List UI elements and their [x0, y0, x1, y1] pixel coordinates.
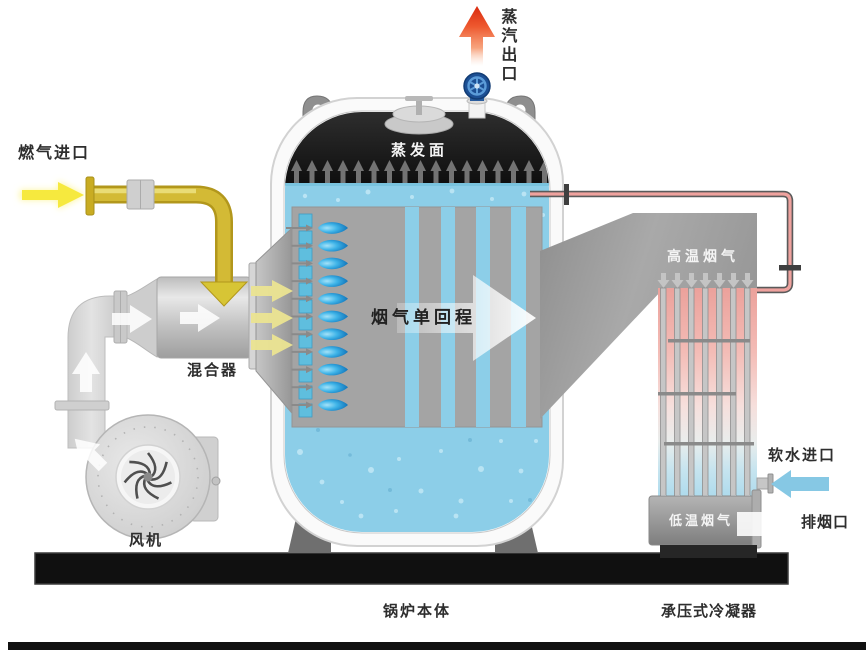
centrifugal-fan: [54, 295, 221, 540]
pressure-condenser-label: 承压式冷凝器: [661, 603, 758, 620]
evaporation-surface-label: 蒸发面: [391, 142, 449, 159]
mixer-unit: [112, 262, 259, 370]
fan-label: 风机: [129, 532, 164, 549]
ground-platform: [34, 552, 789, 585]
condensate-return-pipe: [530, 184, 801, 294]
fan-impeller: [115, 444, 181, 510]
gas-inlet-label: 燃气进口: [18, 145, 91, 162]
gas-inlet-arrow-icon: [20, 181, 85, 209]
boiler-body-label: 锅炉本体: [383, 603, 452, 620]
water-bubbles: [297, 188, 545, 519]
mixed-gas-arrows-icon: [251, 280, 293, 356]
pipe-end-flange: [85, 176, 95, 216]
low-temp-flue-gas-label: 低温烟气: [669, 513, 734, 528]
tube-tie-bars: [658, 339, 754, 446]
baseline-bar: [8, 642, 866, 650]
exhaust-arrow-icon: [737, 502, 801, 546]
smoke-outlet-label: 排烟口: [801, 514, 850, 531]
flue-gas-arrow-icon: [397, 275, 536, 361]
steam-outlet-label: 蒸汽出口: [498, 8, 516, 84]
gas-down-arrow-icon: [199, 281, 249, 307]
high-temp-flue-gas-label: 高温烟气: [667, 248, 739, 264]
soft-water-inlet-label: 软水进口: [768, 447, 837, 464]
flue-gas-single-pass-label: 烟气单回程: [371, 308, 476, 327]
condenser-unit: [648, 273, 829, 558]
pipe-valve-tick: [779, 265, 801, 271]
gas-pipe: [20, 176, 249, 307]
steam-arrow-icon: [459, 6, 495, 66]
boiler-vessel: [251, 6, 564, 553]
soft-water-arrow-icon: [771, 470, 829, 498]
manhole-cover: [384, 96, 454, 135]
condenser-base: [660, 545, 757, 558]
flue-gas-duct: [540, 213, 757, 419]
duct-collar: [54, 400, 110, 411]
mixer-label: 混合器: [187, 362, 239, 379]
fan-outlet-duct: [54, 295, 128, 449]
fan-knob: [211, 476, 221, 486]
steam-valve: [463, 72, 491, 119]
pipe-valve-tick: [564, 184, 569, 205]
